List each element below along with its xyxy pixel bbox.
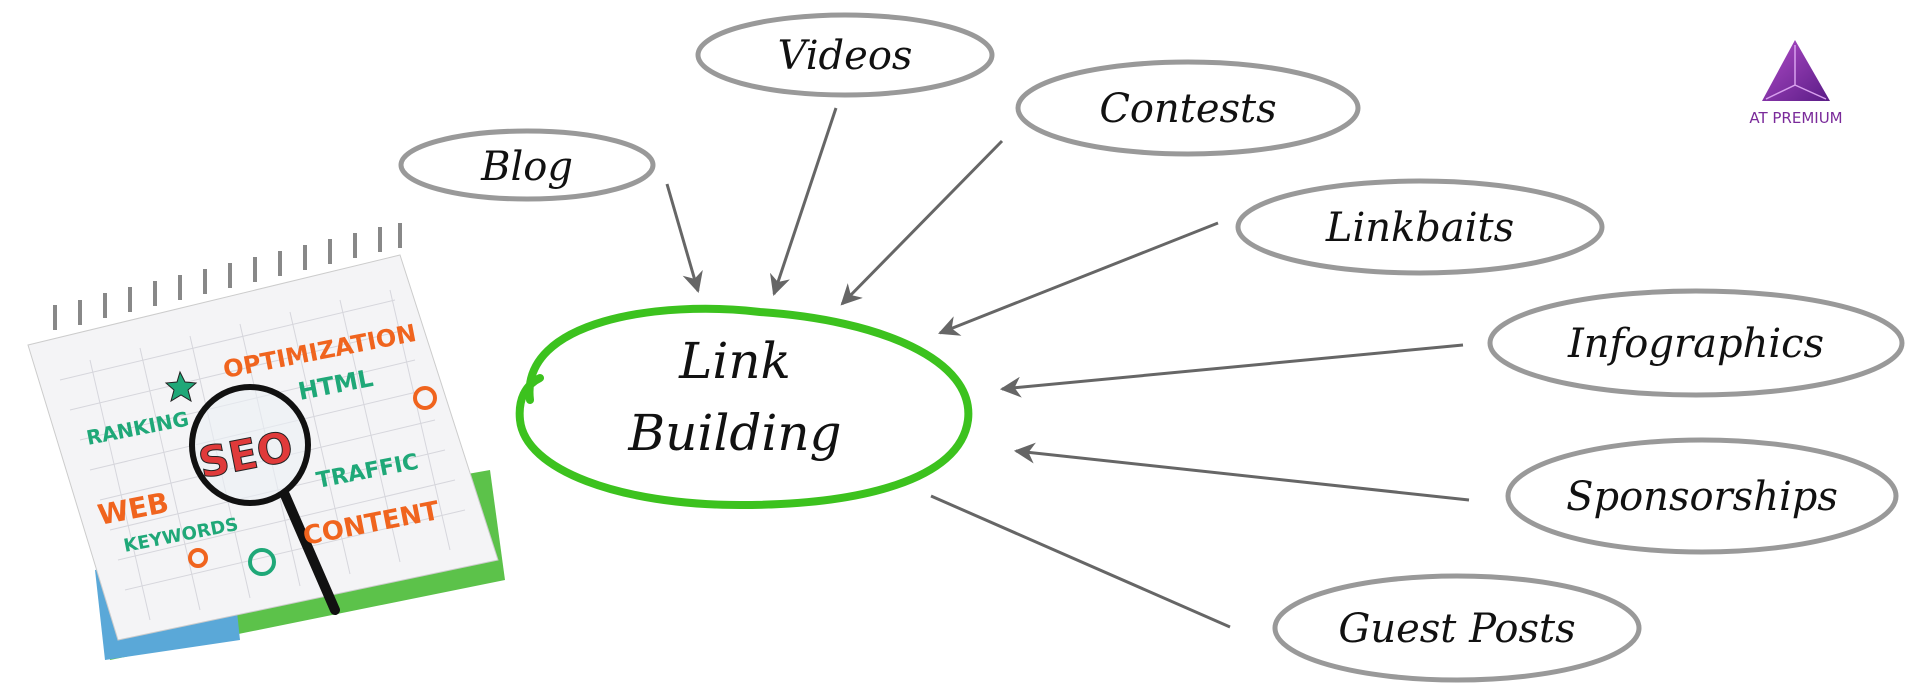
center-node-link-building: Link Building	[515, 304, 973, 510]
arrow-blog	[665, 183, 703, 294]
logo-text: AT PREMIUM	[1749, 109, 1842, 127]
node-label: Videos	[778, 33, 913, 79]
magnifier-lens	[189, 384, 311, 506]
node-label: Sponsorships	[1566, 474, 1838, 520]
arrow-linkbaits	[938, 221, 1219, 336]
pin-icon	[188, 548, 208, 568]
node-label: Infographics	[1567, 321, 1824, 367]
arrow-contests	[840, 139, 1004, 306]
arrow-sponsorships	[1013, 442, 1470, 502]
at-premium-logo: AT PREMIUM	[1749, 40, 1843, 127]
node-infographics: Infographics	[1487, 288, 1905, 398]
arrow-infographics	[999, 343, 1464, 398]
arrows	[665, 107, 1470, 629]
logo-triangle-icon	[1762, 40, 1830, 101]
node-blog: Blog	[398, 128, 656, 202]
arrow-videos	[770, 107, 838, 296]
node-label: Blog	[480, 144, 573, 190]
center-label-line1: Link	[678, 332, 791, 390]
node-linkbaits: Linkbaits	[1235, 178, 1605, 276]
node-guest-posts: Guest Posts	[1272, 573, 1642, 683]
node-label: Guest Posts	[1338, 606, 1575, 652]
node-videos: Videos	[695, 12, 995, 98]
node-label: Linkbaits	[1325, 205, 1514, 251]
check-badge-icon	[248, 548, 276, 576]
magnifier-handle	[280, 490, 340, 615]
chain-link-icon	[413, 386, 437, 410]
center-label-line2: Building	[627, 404, 841, 462]
star-icon	[164, 370, 198, 403]
node-label: Contests	[1099, 86, 1276, 132]
seo-notebook-illustration: OPTIMIZATION HTML RANKING SEO TRAFFIC WE…	[27, 223, 505, 660]
line-guest-posts	[930, 494, 1231, 629]
node-contests: Contests	[1015, 59, 1361, 157]
node-sponsorships: Sponsorships	[1505, 437, 1899, 555]
